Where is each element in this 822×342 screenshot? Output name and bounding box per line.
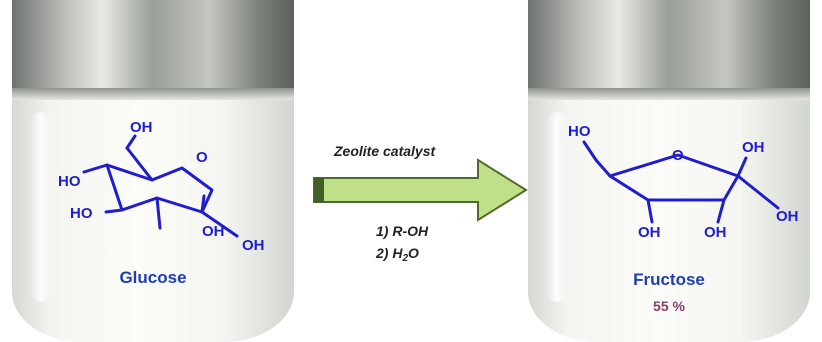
glucose-structure: OH HO HO OH OH O — [58, 119, 265, 254]
reaction-step-2-subscript: 2 — [402, 253, 409, 264]
fructose-group-oh-1: OH — [742, 139, 765, 156]
fructose-group-ho: HO — [568, 123, 591, 140]
reaction-step-2-prefix: 2) H — [376, 245, 403, 261]
catalyst-label: Zeolite catalyst — [334, 143, 436, 159]
fructose-vial: HO OH OH OH OH O Fructose 55 % — [528, 0, 810, 342]
reaction-conditions: 1) R-OH 2) H2O — [376, 220, 428, 270]
glucose-group-oh-1: OH — [202, 223, 225, 240]
fructose-ring-oxygen: O — [672, 147, 684, 164]
vial-reflection — [546, 112, 568, 302]
vial-glass-top — [12, 0, 294, 100]
fructose-structure: HO OH OH OH OH O — [568, 123, 799, 241]
vial-liquid — [12, 100, 294, 342]
glucose-group-oh-2: OH — [242, 237, 265, 254]
glucose-label: Glucose — [119, 268, 187, 287]
reaction-arrow — [313, 158, 528, 222]
vial-glass-top — [528, 0, 810, 100]
vial-liquid — [528, 100, 810, 342]
glucose-vial: OH HO HO OH OH O Glucose — [12, 0, 294, 342]
glucose-group-ho-1: HO — [58, 173, 81, 190]
fructose-group-oh-4: OH — [776, 208, 799, 225]
fructose-group-oh-3: OH — [704, 224, 727, 241]
glucose-group-ch2oh: OH — [130, 119, 153, 136]
fructose-label: Fructose — [633, 270, 705, 289]
glucose-group-ho-2: HO — [70, 205, 93, 222]
vial-reflection — [30, 112, 52, 302]
glucose-ring-oxygen: O — [196, 149, 208, 166]
fructose-group-oh-2: OH — [638, 224, 661, 241]
reaction-step-2-suffix: O — [408, 245, 419, 261]
reaction-step-1: 1) R-OH — [376, 223, 429, 239]
reaction-step-2: 2) H2O — [376, 242, 428, 270]
fructose-yield: 55 % — [653, 298, 685, 314]
